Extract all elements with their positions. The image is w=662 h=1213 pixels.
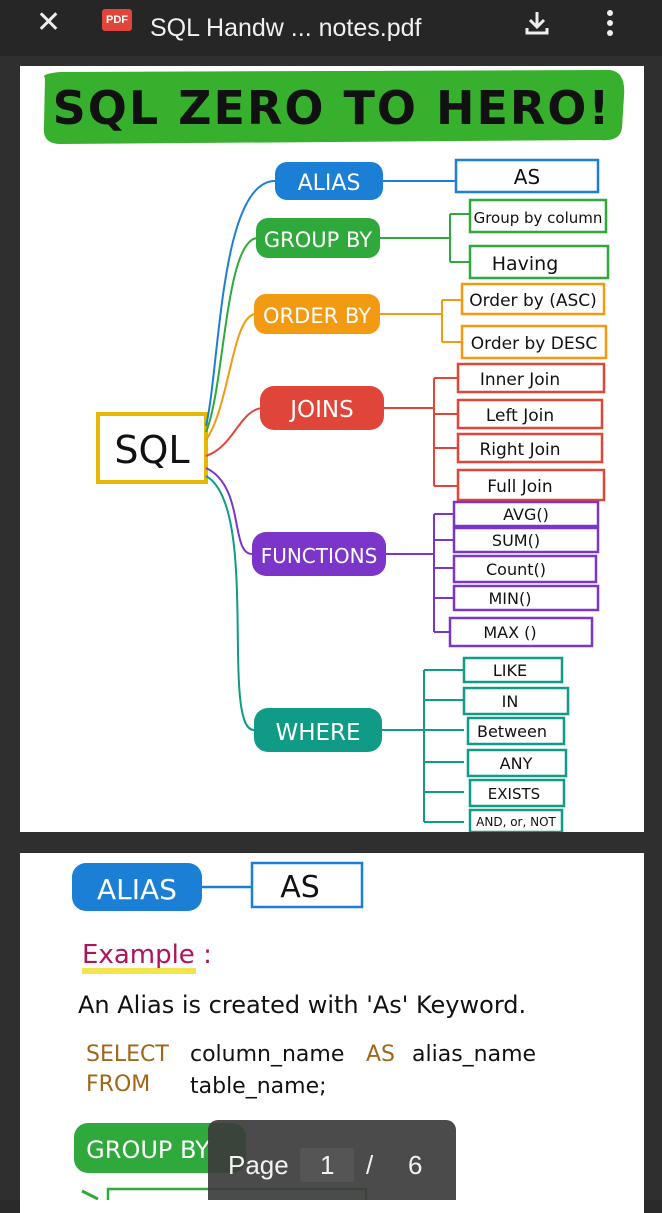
code-alias-name: alias_name — [412, 1042, 536, 1067]
root-box — [96, 412, 208, 484]
leaf-order-desc — [460, 324, 608, 360]
banner-title: SQL ZERO TO HERO! — [53, 81, 612, 135]
example-heading: Example : — [82, 940, 212, 970]
current-page-field[interactable] — [300, 1148, 354, 1182]
leaf-text: MIN() — [489, 589, 532, 608]
group-by-pill — [74, 1123, 246, 1173]
code-keyword-select: SELECT — [86, 1042, 169, 1067]
download-icon[interactable] — [522, 8, 552, 42]
branch-group-by — [256, 218, 380, 258]
code-column-name: column_name — [190, 1042, 344, 1067]
leaf-text: Right Join — [479, 440, 560, 460]
pdf-page-1: SQL ZERO TO HERO! SQL ALIAS AS GROUP BY … — [20, 66, 644, 834]
page-indicator: Page 1 / 6 — [208, 1120, 456, 1200]
sql-mindmap: SQL ZERO TO HERO! SQL ALIAS AS GROUP BY … — [43, 70, 625, 834]
code-keyword-as: AS — [366, 1042, 395, 1067]
leaf-text: Count() — [486, 560, 546, 579]
current-page: 1 — [320, 1150, 335, 1180]
page-2-content: ALIAS AS Example : An Alias is created w… — [72, 861, 536, 1211]
page-word: Page — [228, 1150, 289, 1180]
leaf-text: Left Join — [486, 406, 554, 426]
leaf-text: IN — [502, 692, 519, 711]
total-pages: 6 — [408, 1150, 423, 1180]
root-label: SQL — [114, 428, 189, 472]
as-box-label: AS — [280, 870, 320, 905]
leaf-any — [466, 748, 568, 778]
title-banner — [43, 70, 625, 144]
leaf-left-join — [456, 398, 604, 430]
leaf-text: Inner Join — [480, 370, 560, 390]
leaf-text: Between — [477, 722, 547, 741]
leaf-max — [448, 616, 594, 648]
branch-order-by-label: ORDER BY — [263, 304, 371, 328]
leaf-text: MAX () — [483, 623, 536, 642]
branch-functions-label: FUNCTIONS — [261, 544, 378, 568]
branch-alias-label: ALIAS — [298, 171, 361, 196]
code-keyword-from: FROM — [86, 1072, 150, 1097]
leaf-text: ANY — [500, 754, 533, 773]
leaf-text: Full Join — [487, 477, 552, 497]
branch-where — [254, 708, 382, 752]
leaf-as — [454, 158, 600, 194]
leaf-text: Having — [492, 253, 559, 275]
branch-where-label: WHERE — [275, 720, 360, 746]
leaf-text: Order by DESC — [471, 334, 597, 354]
leaf-text: AVG() — [503, 505, 549, 524]
page-separator: / — [366, 1150, 374, 1180]
leaf-avg — [452, 500, 600, 528]
branch-alias — [275, 162, 383, 200]
more-vert-icon[interactable] — [602, 8, 618, 42]
app-toolbar: ✕ PDF SQL Handw ... notes.pdf — [0, 0, 662, 56]
alias-pill — [72, 863, 202, 911]
leaf-text: EXISTS — [488, 785, 540, 803]
leaf-sum — [452, 526, 600, 554]
branch-group-by-label: GROUP BY — [264, 228, 372, 252]
leaf-text: AND, or, NOT — [476, 815, 556, 829]
leaf-text: LIKE — [493, 661, 527, 680]
document-title: SQL Handw ... notes.pdf — [150, 14, 422, 42]
leaf-text: SUM() — [492, 531, 540, 550]
leaf-order-asc — [460, 282, 606, 316]
leaf-between — [466, 716, 566, 746]
code-table-name: table_name; — [190, 1074, 327, 1099]
pdf-file-icon: PDF — [102, 9, 132, 31]
leaf-full-join — [456, 468, 606, 502]
leaf-exists — [468, 778, 566, 808]
leaf-text: AS — [514, 165, 540, 189]
as-box — [250, 861, 364, 909]
example-sentence: An Alias is created with 'As' Keyword. — [78, 991, 526, 1019]
alias-pill-label: ALIAS — [97, 873, 177, 906]
leaf-inner-join — [456, 362, 606, 394]
leaf-right-join — [456, 432, 604, 464]
leaf-in — [462, 686, 570, 716]
leaf-group-by-column — [468, 198, 608, 234]
leaf-min — [452, 584, 600, 612]
leaf-text: Order by (ASC) — [469, 291, 597, 311]
close-icon[interactable]: ✕ — [36, 5, 62, 40]
leaf-text: Group by column — [474, 209, 603, 227]
leaf-having — [468, 244, 610, 280]
branch-joins-label: JOINS — [288, 397, 353, 423]
branch-order-by — [254, 294, 380, 334]
branch-joins — [260, 386, 384, 430]
leaf-like — [462, 656, 564, 684]
leaf-count — [452, 554, 598, 584]
group-by-pill-label: GROUP BY — [86, 1136, 210, 1164]
branch-functions — [252, 532, 386, 576]
